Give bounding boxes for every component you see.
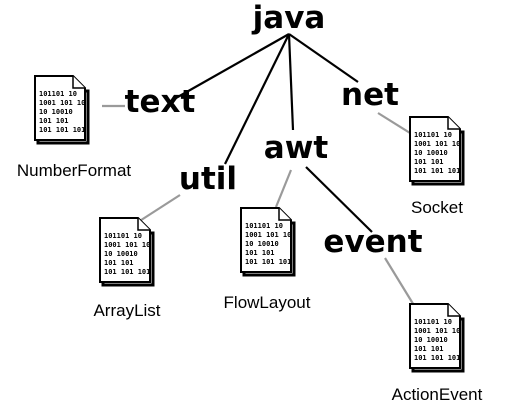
- package-net: net: [341, 77, 399, 113]
- package-edges: [175, 33, 373, 233]
- doc-line: 101 101: [104, 259, 134, 267]
- doc-line: 101101 10: [245, 222, 283, 230]
- document-icon: 101101 10 1001 101 10 10 10010 101 101 1…: [33, 74, 90, 145]
- class-numberformat: NumberFormat: [17, 161, 132, 180]
- edge-net-socket: [377, 112, 411, 134]
- doc-line: 1001 101 10: [245, 231, 291, 239]
- doc-line: 101 101 101: [39, 126, 85, 134]
- package-text: text: [125, 84, 196, 120]
- document-icon: 101101 10 1001 101 10 10 10010 101 101 1…: [98, 216, 155, 287]
- doc-line: 10 10010: [104, 250, 138, 258]
- doc-line: 10 10010: [245, 240, 279, 248]
- class-flowlayout: FlowLayout: [224, 293, 311, 312]
- edge-java-net: [288, 33, 359, 83]
- doc-line: 10 10010: [414, 149, 448, 157]
- edge-java-text: [175, 33, 290, 99]
- doc-line: 101 101: [414, 158, 444, 166]
- document-icon: 101101 10 1001 101 10 10 10010 101 101 1…: [239, 206, 296, 277]
- doc-line: 101 101: [414, 345, 444, 353]
- doc-line: 101 101: [39, 117, 69, 125]
- package-event: event: [323, 224, 422, 260]
- document-icon: 101101 10 1001 101 10 10 10010 101 101 1…: [408, 115, 465, 186]
- doc-line: 1001 101 10: [104, 241, 150, 249]
- edge-util-arraylist: [134, 194, 181, 225]
- edge-awt-flowlayout: [274, 169, 293, 208]
- class-actionevent: ActionEvent: [392, 385, 483, 404]
- doc-line: 101101 10: [39, 90, 77, 98]
- doc-line: 101 101 101: [245, 258, 291, 266]
- doc-line: 1001 101 10: [414, 140, 460, 148]
- doc-line: 101101 10: [104, 232, 142, 240]
- doc-line: 101 101 101: [414, 167, 460, 175]
- edge-java-util: [224, 33, 290, 165]
- edge-event-actionevent: [384, 257, 416, 308]
- class-socket: Socket: [411, 198, 463, 217]
- doc-line: 10 10010: [39, 108, 73, 116]
- doc-line: 101 101 101: [414, 354, 460, 362]
- doc-line: 101101 10: [414, 131, 452, 139]
- edge-java-awt: [287, 33, 295, 131]
- package-awt: awt: [264, 130, 329, 166]
- package-java: java: [251, 0, 326, 36]
- doc-line: 1001 101 10: [414, 327, 460, 335]
- doc-line: 101 101 101: [104, 268, 150, 276]
- doc-line: 10 10010: [414, 336, 448, 344]
- class-edges: [102, 104, 416, 308]
- class-arraylist: ArrayList: [93, 301, 160, 320]
- doc-line: 101101 10: [414, 318, 452, 326]
- doc-line: 1001 101 10: [39, 99, 85, 107]
- package-util: util: [179, 161, 237, 197]
- document-icon: 101101 10 1001 101 10 10 10010 101 101 1…: [408, 302, 465, 373]
- doc-line: 101 101: [245, 249, 275, 257]
- edge-awt-event: [305, 166, 373, 233]
